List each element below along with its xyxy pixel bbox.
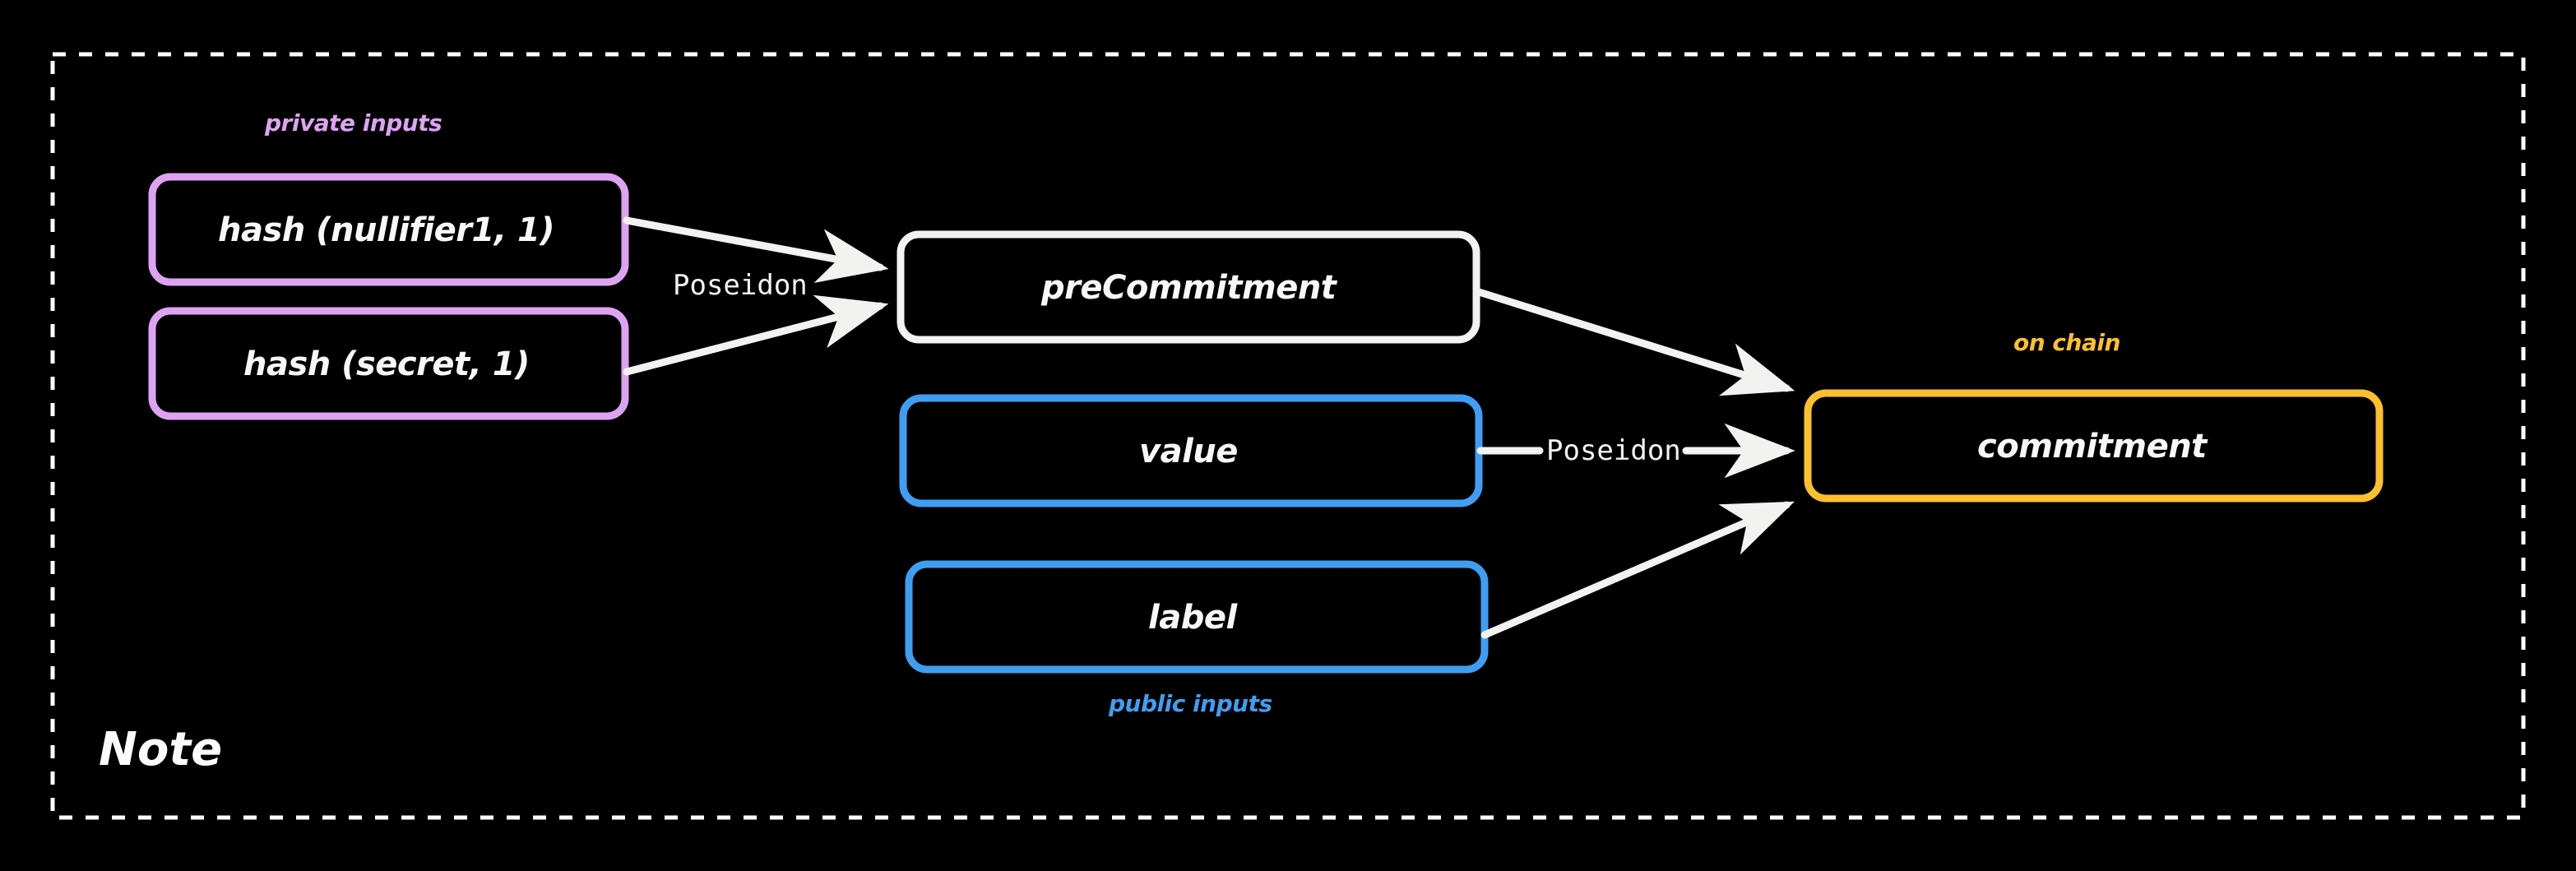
node-hash-nullifier-box[interactable] [148, 173, 629, 286]
note-title: Note [99, 723, 223, 776]
edge-label-to-commitment [1480, 501, 1795, 639]
edge-hash-nullifier-to-precommitment [623, 216, 889, 283]
node-label-box[interactable] [905, 560, 1489, 674]
edge-label-poseidon-left: Poseidon [673, 269, 808, 302]
node-precommitment-label: preCommitment [1041, 269, 1337, 307]
node-commitment-box[interactable] [1804, 389, 2384, 503]
node-hash-secret-box[interactable] [148, 307, 629, 420]
note-frame [50, 52, 2526, 820]
node-label-label: label [1148, 599, 1237, 637]
node-precommitment-box[interactable] [897, 230, 1480, 344]
node-hash-nullifier-label: hash (nullifier1, 1) [218, 211, 555, 249]
group-label-public-inputs: public inputs [1109, 690, 1272, 717]
edge-label-poseidon-right: Poseidon [1546, 434, 1681, 467]
edge-precommitment-to-commitment [1475, 288, 1795, 396]
edge-hash-secret-to-precommitment [623, 294, 889, 376]
group-label-on-chain: on chain [2013, 329, 2120, 356]
group-label-private-inputs: private inputs [265, 109, 442, 137]
node-commitment-label: commitment [1977, 428, 2207, 466]
node-hash-secret-label: hash (secret, 1) [243, 345, 530, 383]
node-value-label: value [1139, 433, 1238, 470]
